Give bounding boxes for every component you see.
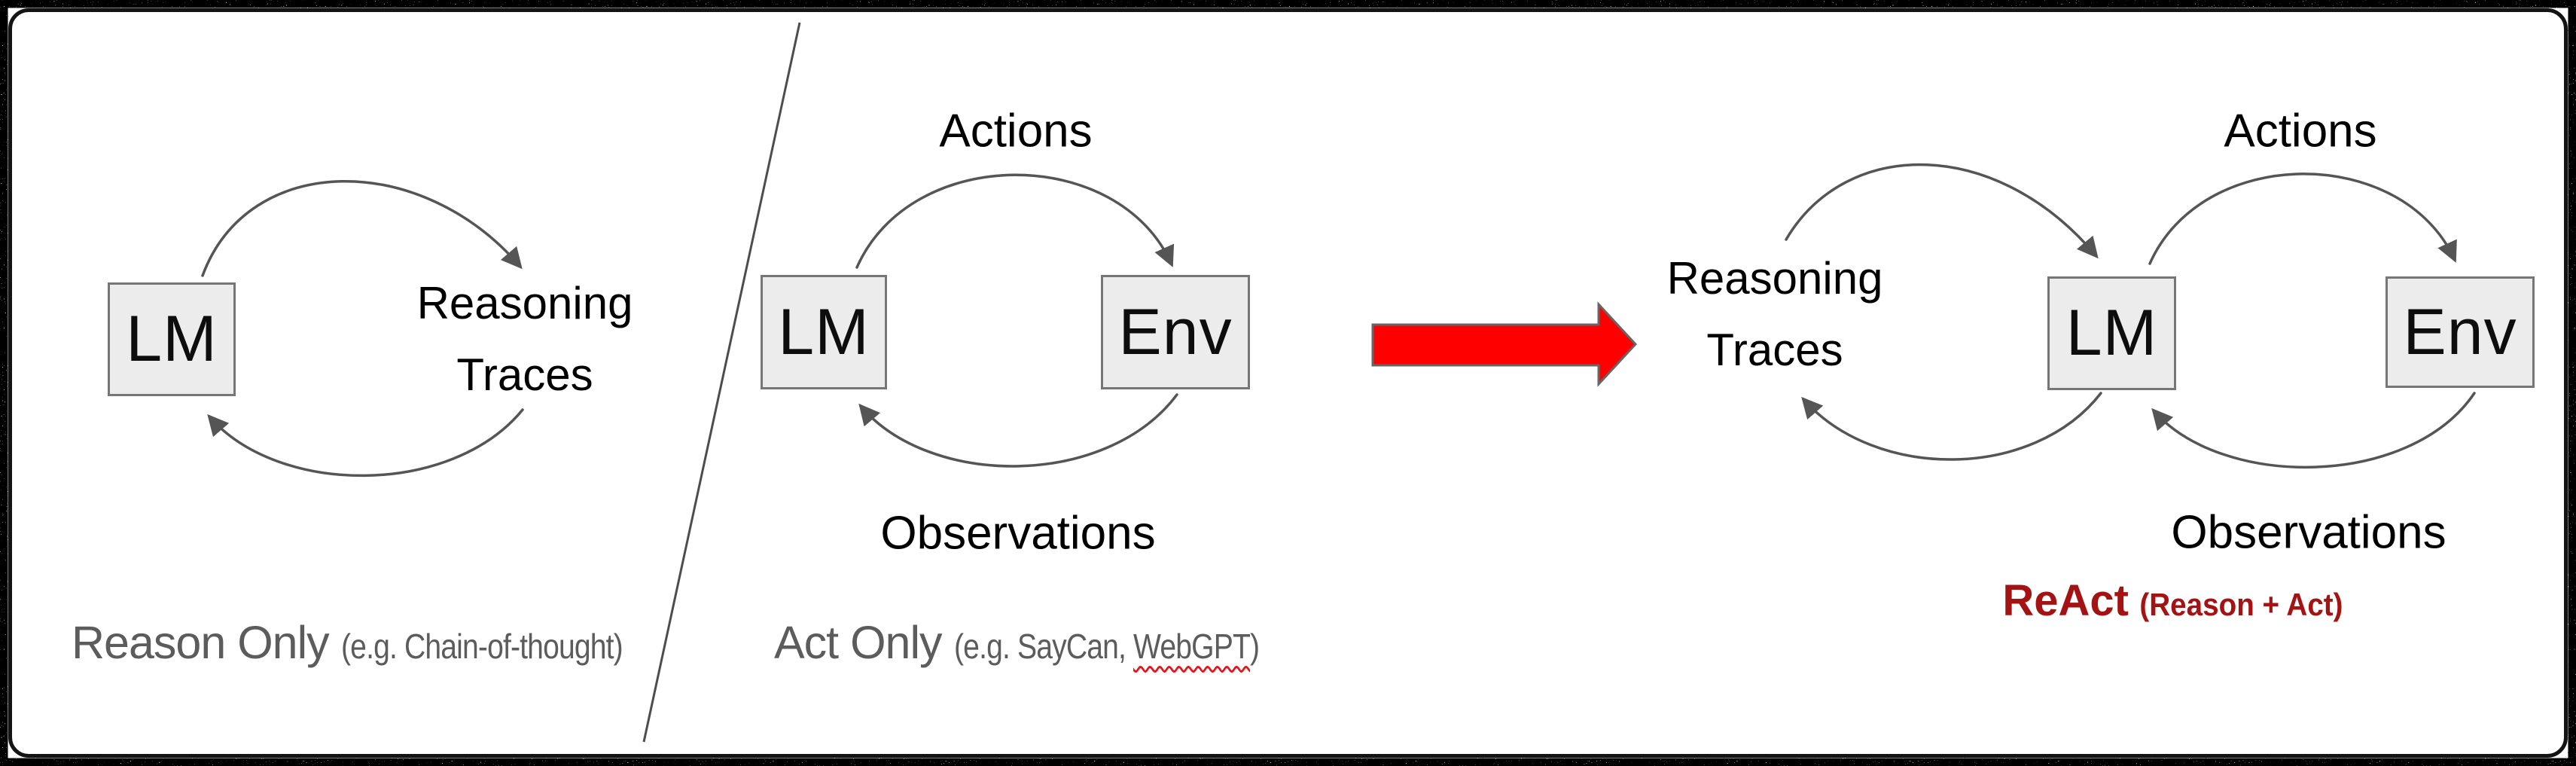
caption-act-only-note-prefix: (e.g. SayCan, xyxy=(953,627,1133,666)
arc-observations-env-to-lm-mid xyxy=(858,393,1178,468)
transition-arrow xyxy=(1371,301,1638,387)
arc-actions-lm-to-env-right xyxy=(2148,172,2457,265)
caption-act-only-note-webgpt: WebGPT xyxy=(1133,627,1251,666)
panel-divider-line xyxy=(642,22,801,743)
env-box-react: Env xyxy=(2385,276,2535,388)
arc-reasoning-to-lm-left xyxy=(207,408,524,478)
caption-act-only-note: (e.g. SayCan, WebGPT) xyxy=(953,626,1260,667)
arc-lm-to-reasoning-right xyxy=(1801,392,2102,461)
lm-box-act-only: LM xyxy=(761,275,887,389)
caption-act-only-title: Act Only xyxy=(774,617,943,668)
arc-actions-lm-to-env-mid xyxy=(855,173,1175,269)
observations-label-act-only: Observations xyxy=(880,507,1156,560)
lm-box-react: LM xyxy=(2047,276,2176,390)
reasoning-traces-label-left: Reasoning Traces xyxy=(417,267,633,410)
reasoning-traces-react-line1: Reasoning xyxy=(1666,253,1883,304)
reasoning-traces-label-react: Reasoning Traces xyxy=(1667,243,1883,386)
reasoning-traces-left-line1: Reasoning xyxy=(416,278,633,328)
caption-act-only: Act Only(e.g. SayCan, WebGPT) xyxy=(774,616,1312,669)
caption-reason-only-note: (e.g. Chain-of-thought) xyxy=(340,627,623,666)
arc-observations-env-to-lm-right xyxy=(2151,392,2476,468)
arc-lm-to-reasoning-left xyxy=(201,180,523,277)
reasoning-traces-left-line2: Traces xyxy=(456,349,593,400)
caption-reason-only-title: Reason Only xyxy=(72,617,330,668)
caption-react: ReAct (Reason + Act) xyxy=(2002,575,2360,626)
caption-react-title: ReAct xyxy=(2002,576,2129,625)
actions-label-react: Actions xyxy=(2224,105,2377,157)
caption-act-only-note-suffix: ) xyxy=(1249,627,1260,666)
reasoning-traces-react-line2: Traces xyxy=(1706,325,1843,375)
actions-label-act-only: Actions xyxy=(939,105,1093,157)
caption-reason-only: Reason Only (e.g. Chain-of-thought) xyxy=(72,616,672,669)
observations-label-react: Observations xyxy=(2171,506,2446,559)
env-box-act-only: Env xyxy=(1101,275,1250,389)
arc-reasoning-to-lm-right xyxy=(1785,163,2099,259)
lm-box-reason-only: LM xyxy=(108,282,236,396)
caption-react-note: (Reason + Act) xyxy=(2139,587,2343,622)
